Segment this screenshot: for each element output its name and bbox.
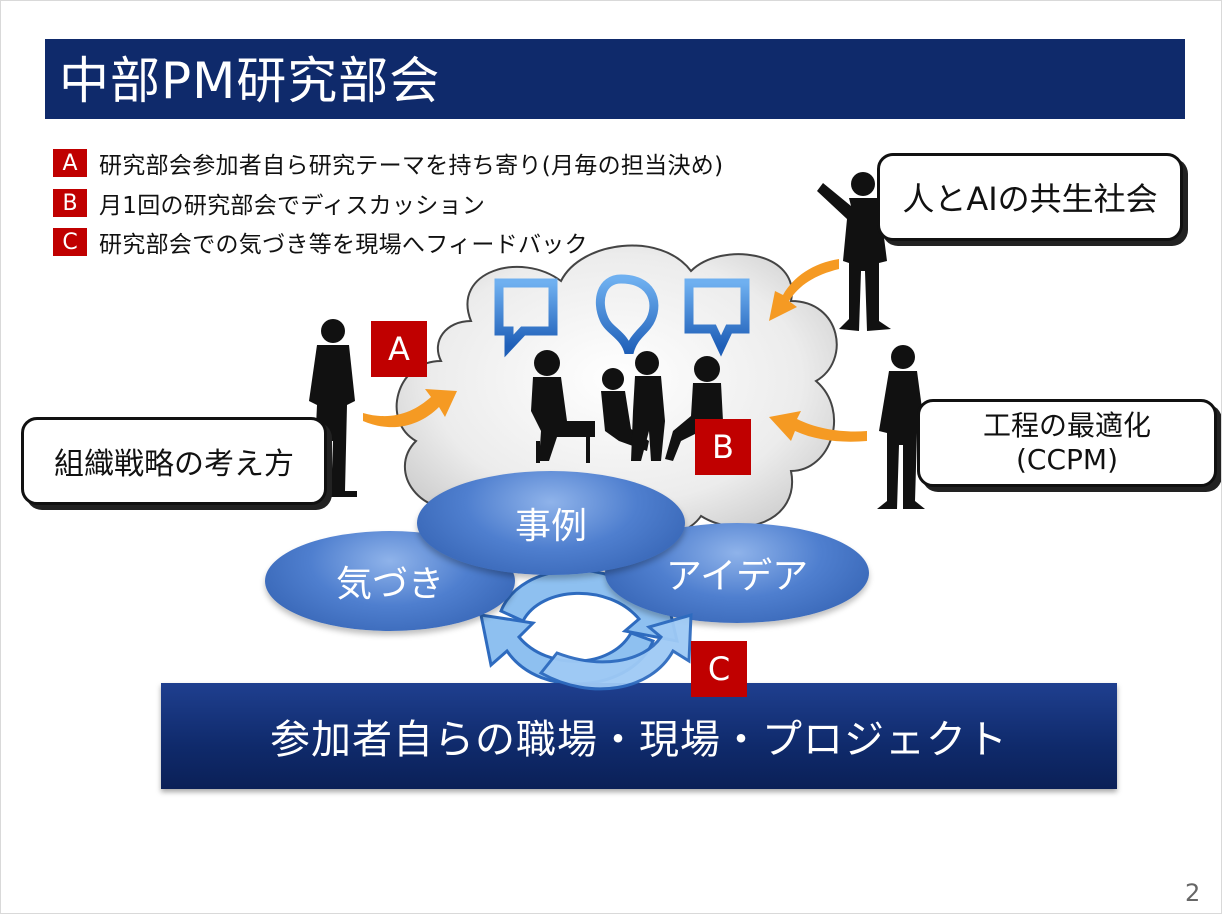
- ellipse-jirei-text: 事例: [514, 506, 587, 547]
- legend-badge-c: C: [53, 228, 87, 256]
- callout-process-optimization: 工程の最適化 (CCPM): [917, 399, 1217, 487]
- cycle-arrow-front-icon: [538, 612, 693, 691]
- page-title: 中部PM研究部会: [59, 52, 441, 110]
- ellipse-jirei: 事例: [417, 471, 685, 575]
- bottom-bar-text: 参加者自らの職場・現場・プロジェクト: [270, 717, 1008, 763]
- bottom-bar: 参加者自らの職場・現場・プロジェクト: [161, 683, 1117, 789]
- legend-text-a: 研究部会参加者自ら研究テーマを持ち寄り(月毎の担当決め): [99, 153, 724, 179]
- speech-bubble-icon: [494, 274, 750, 358]
- legend-text-b: 月1回の研究部会でディスカッション: [99, 193, 486, 219]
- badge-a: A: [371, 321, 427, 377]
- callout-process-line1: 工程の最適化: [982, 409, 1151, 442]
- ellipse-idea-text: アイデア: [665, 556, 809, 597]
- legend-badge-a: A: [53, 149, 87, 177]
- badge-c: C: [691, 641, 747, 697]
- callout-ai-society-text: 人とAIの共生社会: [902, 180, 1158, 218]
- legend-row-c: C 研究部会での気づき等を現場へフィードバック: [53, 226, 588, 258]
- legend-text-c: 研究部会での気づき等を現場へフィードバック: [99, 232, 588, 258]
- pointing-man-silhouette: [817, 172, 891, 331]
- standing-man-right-silhouette: [877, 345, 925, 509]
- callout-org-strategy: 組織戦略の考え方: [21, 417, 327, 505]
- callout-org-strategy-text: 組織戦略の考え方: [54, 447, 294, 482]
- legend-row-b: B 月1回の研究部会でディスカッション: [53, 187, 485, 219]
- meeting-group-silhouette: [531, 350, 723, 463]
- ellipse-kizuki-text: 気づき: [335, 564, 444, 605]
- callout-ai-society: 人とAIの共生社会: [877, 153, 1183, 241]
- badge-b: B: [695, 419, 751, 475]
- legend-badge-b: B: [53, 189, 87, 217]
- callout-process-line2: (CCPM): [1016, 443, 1118, 476]
- orange-arrow-icon: [363, 259, 867, 442]
- page-number: 2: [1185, 879, 1201, 907]
- title-bar: [45, 39, 1185, 119]
- legend-row-a: A 研究部会参加者自ら研究テーマを持ち寄り(月毎の担当決め): [53, 147, 723, 179]
